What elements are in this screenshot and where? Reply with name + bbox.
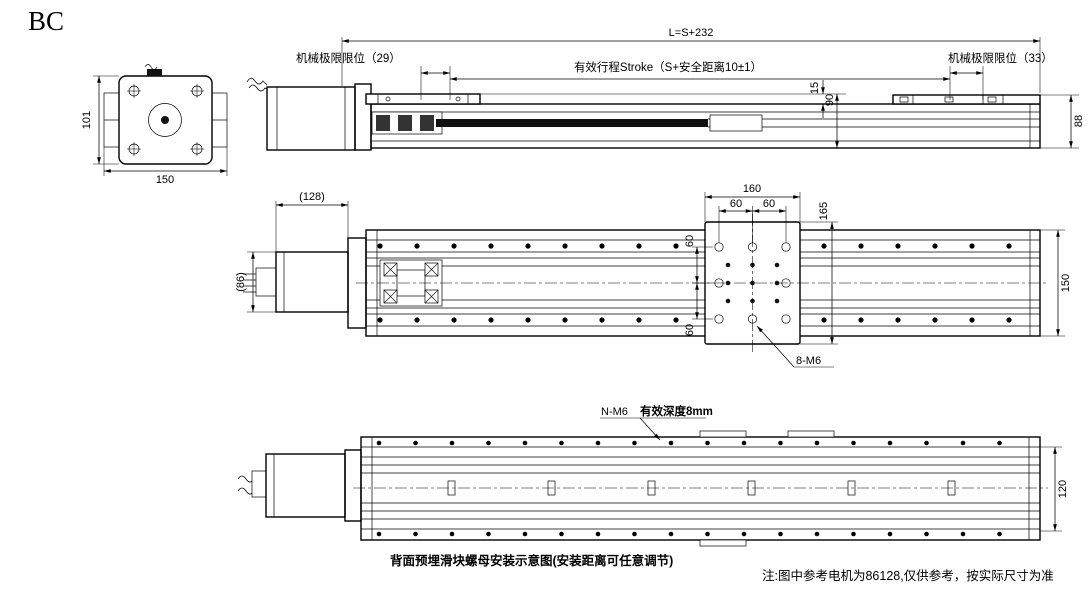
bolt-holes-bottom-row	[377, 317, 1012, 323]
back-holes-top-row	[376, 440, 1002, 446]
motor-length-label: (128)	[299, 191, 325, 203]
body-width-label: 150	[1060, 274, 1072, 292]
holes-8m6-label: 8-M6	[796, 355, 821, 367]
motor-body-width-label: (86)	[235, 272, 247, 292]
hole-spacing-label-b: 60	[763, 198, 775, 210]
rail-body-side	[370, 103, 1041, 149]
motor-mount-holes	[127, 84, 204, 156]
motor-connector	[255, 267, 277, 297]
end-block	[892, 94, 1041, 105]
motor-cable	[246, 77, 268, 86]
motor-height-label: 101	[81, 111, 93, 129]
carriage-length-label: 165	[818, 202, 830, 220]
back-width-label: 120	[1057, 480, 1069, 498]
sensor-tab	[787, 430, 835, 438]
motor-cable	[237, 475, 256, 483]
drawing-title: BC	[28, 6, 64, 36]
ball-screw	[436, 119, 708, 127]
sensor-tab	[699, 539, 747, 547]
coupling-block	[379, 259, 443, 307]
screw-nut	[709, 114, 763, 132]
sensor-tab	[699, 430, 747, 438]
dim-15-label: 15	[809, 82, 821, 94]
rail-body-back	[360, 436, 1041, 541]
motor-flange-back	[344, 449, 362, 522]
motor-shaft	[161, 116, 169, 124]
hole-spacing-label-a: 60	[730, 198, 742, 210]
right-limit-label: 机械极限限位（33）	[948, 51, 1053, 65]
stroke-label: 有效行程Stroke（S+安全距离10±1）	[574, 60, 762, 74]
motor-side	[266, 86, 356, 151]
motor-shaft-boss	[148, 103, 182, 137]
side-view: L=S+232 机械极限限位（29） 有效行程Stroke（S+安全距离10±1…	[246, 27, 1085, 151]
motor-back	[265, 453, 346, 518]
motor-front-view: 101 150	[81, 64, 228, 186]
sheet-note: 注:图中参考电机为86128,仅供参考，按实际尺寸为准	[762, 568, 1054, 583]
motor-width-label: 150	[156, 174, 174, 186]
back-holes-bottom-row	[376, 531, 1002, 537]
total-length-label: L=S+232	[669, 27, 714, 39]
dim-90-label: 90	[824, 94, 836, 106]
motor-connector	[147, 69, 162, 76]
thread-depth-label: 有效深度8mm	[640, 404, 713, 418]
carriage-width-label: 160	[743, 183, 761, 195]
hole-row-spacing-bottom-label: 60	[684, 324, 696, 336]
left-limit-label: 机械极限限位（29）	[296, 51, 401, 65]
motor-cable	[248, 84, 268, 92]
nut-holes-label: N-M6	[601, 406, 628, 418]
back-view-caption: 背面预埋滑块螺母安装示意图(安装距离可任意调节)	[390, 553, 673, 568]
motor-connector	[251, 470, 267, 498]
motor-cable	[237, 487, 255, 495]
motor-plan	[275, 251, 349, 313]
carriage-side	[365, 93, 481, 105]
plan-view: (128) (86) 160 60 60 165 60 60	[235, 183, 1072, 368]
back-view: N-M6 有效深度8mm 120 背面预埋滑块螺母安装示意图(安装距离可任意调节…	[237, 404, 1069, 568]
dim-88-label: 88	[1073, 115, 1085, 127]
hole-row-spacing-top-label: 60	[684, 235, 696, 247]
